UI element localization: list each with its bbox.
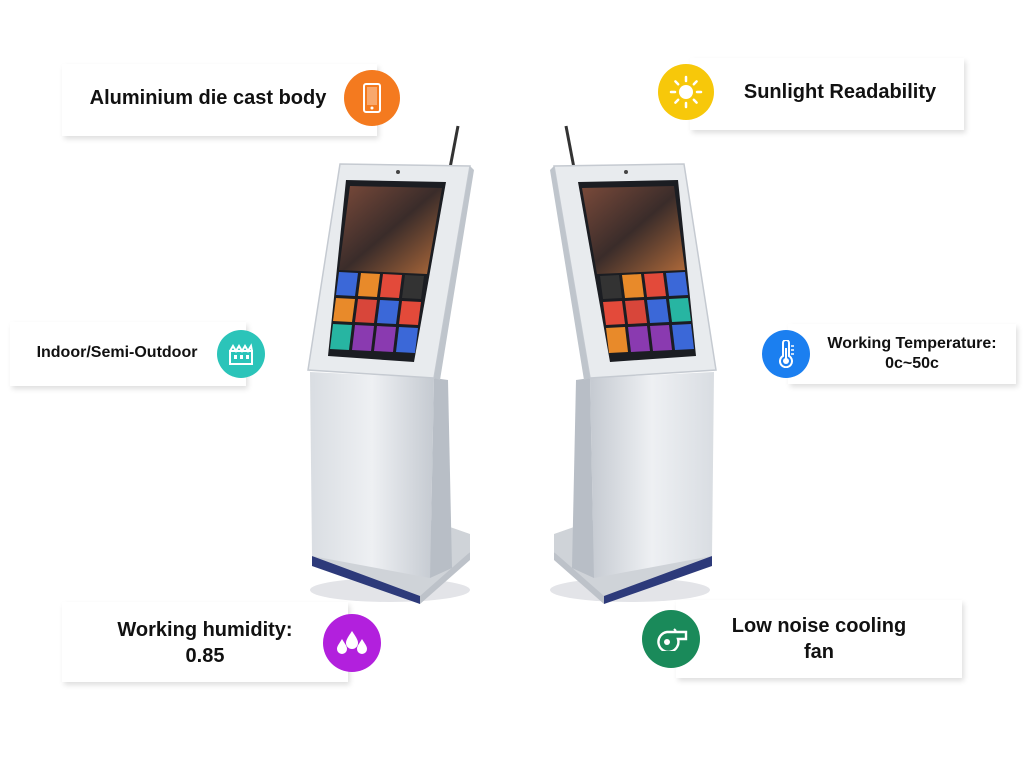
feature-label-temperature-line2: 0c~50c: [885, 355, 939, 373]
feature-label-cooling: Low noise cooling fan: [714, 614, 924, 665]
feature-label-cooling-line2: fan: [804, 640, 834, 663]
phone-icon: [344, 70, 400, 126]
feature-label-temperature-line1: Working Temperature:: [827, 335, 997, 352]
feature-label-sunlight: Sunlight Readability: [743, 81, 937, 103]
sun-icon: [658, 64, 714, 120]
feature-label-temperature: Working Temperature: 0c~50c: [800, 334, 1024, 375]
feature-label-humidity-line2: 0.85: [185, 644, 225, 667]
feature-card-die-cast: [62, 64, 377, 136]
feature-card-humidity: [62, 602, 348, 682]
feature-label-cooling-line1: Low noise cooling: [731, 615, 907, 637]
feature-label-indoor: Indoor/Semi-Outdoor: [36, 344, 198, 361]
feature-card-temperature: [788, 324, 1016, 384]
building-icon: [217, 330, 265, 378]
feature-label-humidity-line1: Working humidity:: [117, 619, 293, 641]
whistle-icon: [642, 610, 700, 668]
water-drops-icon: [323, 614, 381, 672]
feature-card-indoor: [10, 322, 246, 386]
feature-label-humidity: Working humidity: 0.85: [90, 618, 320, 669]
feature-card-cooling: [676, 600, 962, 678]
feature-label-die-cast: Aluminium die cast body: [89, 87, 327, 109]
thermometer-icon: [762, 330, 810, 378]
feature-card-sunlight: [690, 58, 964, 130]
